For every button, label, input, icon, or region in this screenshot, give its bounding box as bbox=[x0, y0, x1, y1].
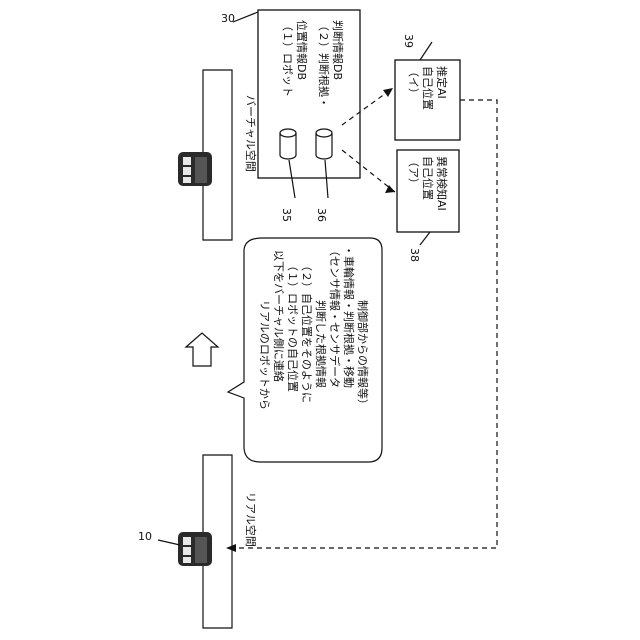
estimation-ai-line2: 自己位置 bbox=[421, 66, 435, 110]
anomaly-ai-line2: 自己位置 bbox=[421, 156, 435, 200]
db1-label-line1: （１）ロボット bbox=[281, 20, 294, 97]
arrowhead-estimation-ai bbox=[383, 88, 393, 97]
ref-10: 10 bbox=[138, 530, 152, 543]
ref-39: 39 bbox=[402, 34, 415, 48]
real-space-label: リアル空間 bbox=[244, 492, 258, 547]
estimation-ai-line3: 推定AI bbox=[435, 66, 449, 99]
callout-line-6: （センサ情報・センサデータ bbox=[328, 245, 342, 388]
db2-label-line1: （２）判断根拠・ bbox=[317, 20, 331, 108]
estimation-ai-line1: （イ） bbox=[407, 66, 420, 99]
arrowhead-real-robot bbox=[226, 544, 236, 552]
ref-leader-39 bbox=[420, 42, 432, 60]
anomaly-ai-line3: 異常検知AI bbox=[435, 156, 449, 211]
callout-line-4: （２）自己位置をそのように bbox=[300, 260, 314, 403]
ref-leader-10 bbox=[158, 540, 180, 545]
virtual-space-label: バーチャル空間 bbox=[244, 95, 258, 172]
communication-up-arrow-icon bbox=[186, 333, 218, 366]
db2-label-line2: 判断情報DB bbox=[331, 20, 345, 80]
ref-leader-38 bbox=[420, 232, 430, 245]
arrowhead-anomaly-ai bbox=[385, 185, 395, 193]
db1-label-line2: 位置情報DB bbox=[295, 20, 309, 80]
callout-line-8: 制御部からの情報等） bbox=[356, 300, 370, 410]
ref-35: 35 bbox=[280, 208, 293, 222]
ref-38: 38 bbox=[408, 248, 421, 262]
callout-line-5: 判断した根拠情報 bbox=[314, 300, 328, 388]
ref-leader-30 bbox=[233, 12, 258, 22]
callout-text-block: リアルのロボットから 以下をバーチャル側に連絡 （１）ロボットの自己位置 （２）… bbox=[258, 245, 370, 410]
anomaly-ai-line1: （ア） bbox=[407, 156, 420, 189]
callout-line-2: 以下をバーチャル側に連絡 bbox=[272, 250, 286, 382]
callout-line-3: （１）ロボットの自己位置 bbox=[286, 260, 300, 392]
virtual-robot-icon bbox=[178, 152, 212, 186]
ref-36: 36 bbox=[315, 208, 328, 222]
ref-30: 30 bbox=[221, 12, 235, 25]
callout-line-1: リアルのロボットから bbox=[258, 300, 271, 410]
real-robot-icon bbox=[178, 532, 212, 566]
callout-line-7: ・車輪情報・判断根拠・移動 bbox=[342, 245, 356, 388]
